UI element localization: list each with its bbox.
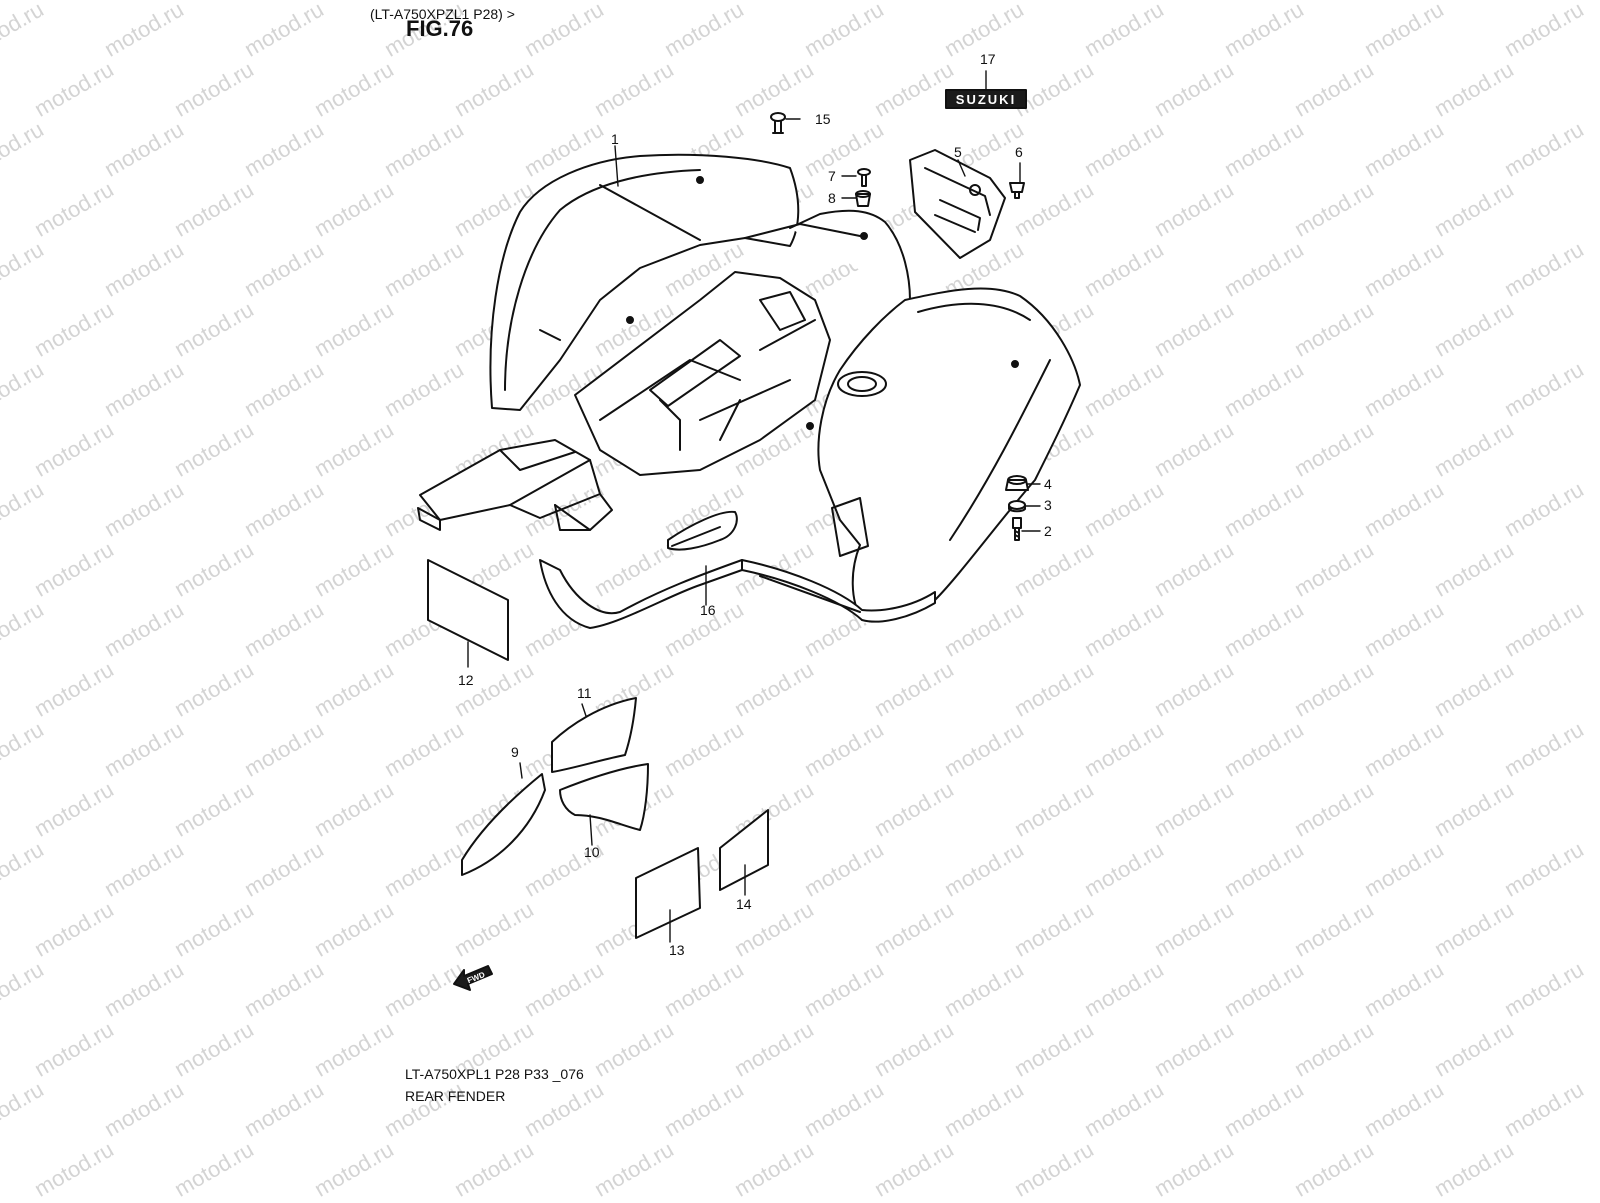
washer-part [1008, 500, 1026, 513]
screw-part-7 [857, 168, 871, 187]
bolt-part [1012, 517, 1022, 541]
callout-16: 16 [700, 602, 716, 618]
callout-5: 5 [954, 144, 962, 160]
callout-10: 10 [584, 844, 600, 860]
figure-name: REAR FENDER [405, 1088, 506, 1104]
clip-part [770, 112, 786, 134]
suzuki-logo: SUZUKI [956, 92, 1016, 107]
label-10 [559, 763, 649, 831]
callout-6: 6 [1015, 144, 1023, 160]
callout-7: 7 [828, 168, 836, 184]
bracket-part [909, 149, 1006, 259]
fwd-arrow-icon [453, 965, 493, 991]
callout-9: 9 [511, 744, 519, 760]
figure-code: LT-A750XPL1 P28 P33 _076 [405, 1066, 584, 1082]
callout-12: 12 [458, 672, 474, 688]
callout-14: 14 [736, 896, 752, 912]
callout-15: 15 [815, 111, 831, 127]
model-reference: (LT-A750XPZL1 P28) > [370, 6, 515, 22]
callout-13: 13 [669, 942, 685, 958]
callout-11: 11 [577, 685, 592, 701]
label-14 [719, 809, 769, 891]
callout-4: 4 [1044, 476, 1052, 492]
label-11 [551, 697, 637, 773]
fwd-text: FWD [466, 970, 486, 985]
label-13 [635, 847, 701, 939]
nut-part [1005, 475, 1029, 491]
grommet-part [855, 190, 871, 207]
callout-1: 1 [611, 131, 619, 147]
screw-part-6 [1009, 182, 1025, 199]
rear-fender-part [417, 153, 1081, 629]
callout-layer: 1 2 3 4 5 6 7 8 9 10 11 12 13 14 15 16 1… [458, 51, 1052, 958]
callout-3: 3 [1044, 497, 1052, 513]
callout-2: 2 [1044, 523, 1052, 539]
callout-17: 17 [980, 51, 996, 67]
label-12 [427, 559, 509, 661]
callout-8: 8 [828, 190, 836, 206]
label-9 [461, 773, 546, 876]
